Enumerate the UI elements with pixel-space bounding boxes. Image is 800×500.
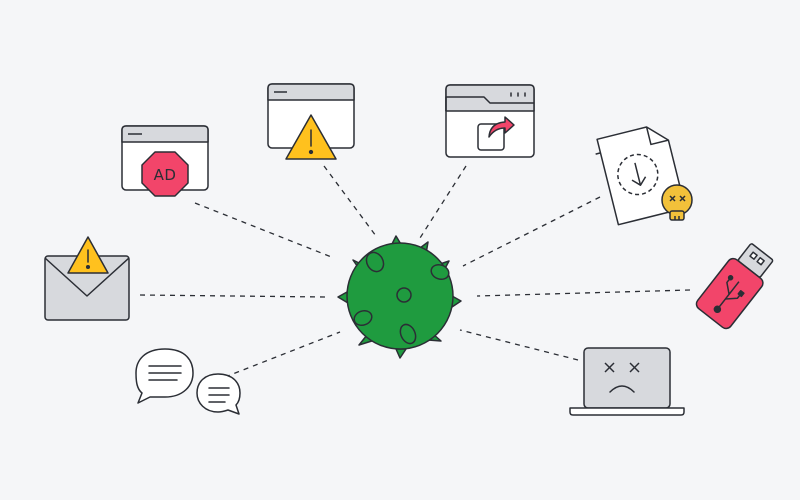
connector-adware	[194, 202, 335, 259]
connector-laptop	[459, 329, 579, 361]
connector-redirect	[419, 165, 467, 239]
usb-drive-icon	[695, 243, 774, 330]
chat-bubbles-icon	[135, 348, 241, 415]
ad-label: AD	[154, 166, 177, 184]
connector-warning-window	[323, 165, 377, 237]
skull-download-icon	[595, 126, 693, 226]
connector-download	[462, 196, 601, 267]
redirect-window-icon	[445, 84, 535, 158]
connector-lines	[139, 165, 691, 378]
warning-window-icon	[267, 83, 355, 160]
connector-email	[139, 294, 327, 298]
sad-laptop-icon	[569, 347, 685, 416]
virus-icon	[337, 235, 462, 359]
ad-block-window-icon: AD	[121, 125, 209, 197]
email-warning-icon	[44, 236, 130, 321]
connector-chat	[224, 331, 341, 378]
connector-usb	[476, 289, 691, 297]
